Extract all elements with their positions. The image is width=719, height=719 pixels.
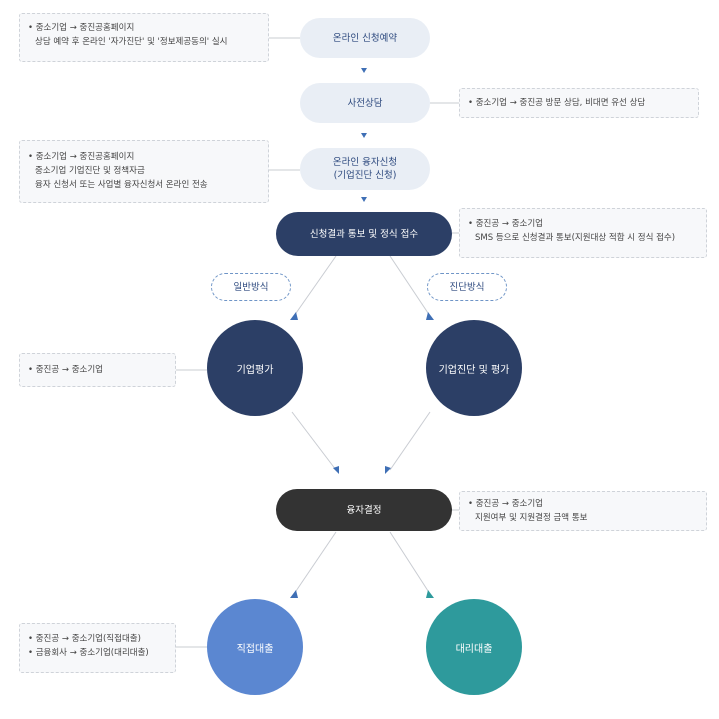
label-diagnosis-method: 진단방식	[427, 273, 507, 301]
step-company-diag-eval: 기업진단 및 평가	[426, 320, 522, 416]
step-result-notice: 신청결과 통보 및 정식 접수	[276, 212, 452, 256]
arrow-right-2	[385, 466, 391, 474]
step-direct-loan: 직접대출	[207, 599, 303, 695]
note-pre-consult: • 중소기업 → 중진공 방문 상담, 비대면 유선 상담	[459, 88, 699, 118]
arrow-3	[361, 197, 367, 202]
arrow-right-3	[426, 590, 434, 598]
arrow-2	[361, 133, 367, 138]
step-online-apply: 온라인 융자신청 (기업진단 신청)	[300, 148, 430, 190]
step-online-reservation: 온라인 신청예약	[300, 18, 430, 58]
arrow-left-1	[290, 312, 298, 320]
arrow-right-1	[426, 312, 434, 320]
step-pre-consult: 사전상담	[300, 83, 430, 123]
step-agency-loan: 대리대출	[426, 599, 522, 695]
arrow-1	[361, 68, 367, 73]
note-company-eval: • 중진공 → 중소기업	[19, 353, 176, 387]
arrow-left-2	[333, 466, 339, 474]
arrow-left-3	[290, 590, 298, 598]
step-loan-decision: 융자결정	[276, 489, 452, 531]
note-decision: • 중진공 → 중소기업 지원여부 및 지원결정 금액 통보	[459, 491, 707, 531]
note-reservation: • 중소기업 → 중진공홈페이지 상담 예약 후 온라인 '자가진단' 및 '정…	[19, 13, 269, 62]
note-loans: • 중진공 → 중소기업(직접대출) • 금융회사 → 중소기업(대리대출)	[19, 623, 176, 673]
step-company-eval: 기업평가	[207, 320, 303, 416]
label-general-method: 일반방식	[211, 273, 291, 301]
note-online-apply: • 중소기업 → 중진공홈페이지 중소기업 기업진단 및 정책자금 융자 신청서…	[19, 140, 269, 203]
note-result: • 중진공 → 중소기업 SMS 등으로 신청결과 통보(지원대상 적합 시 정…	[459, 208, 707, 258]
